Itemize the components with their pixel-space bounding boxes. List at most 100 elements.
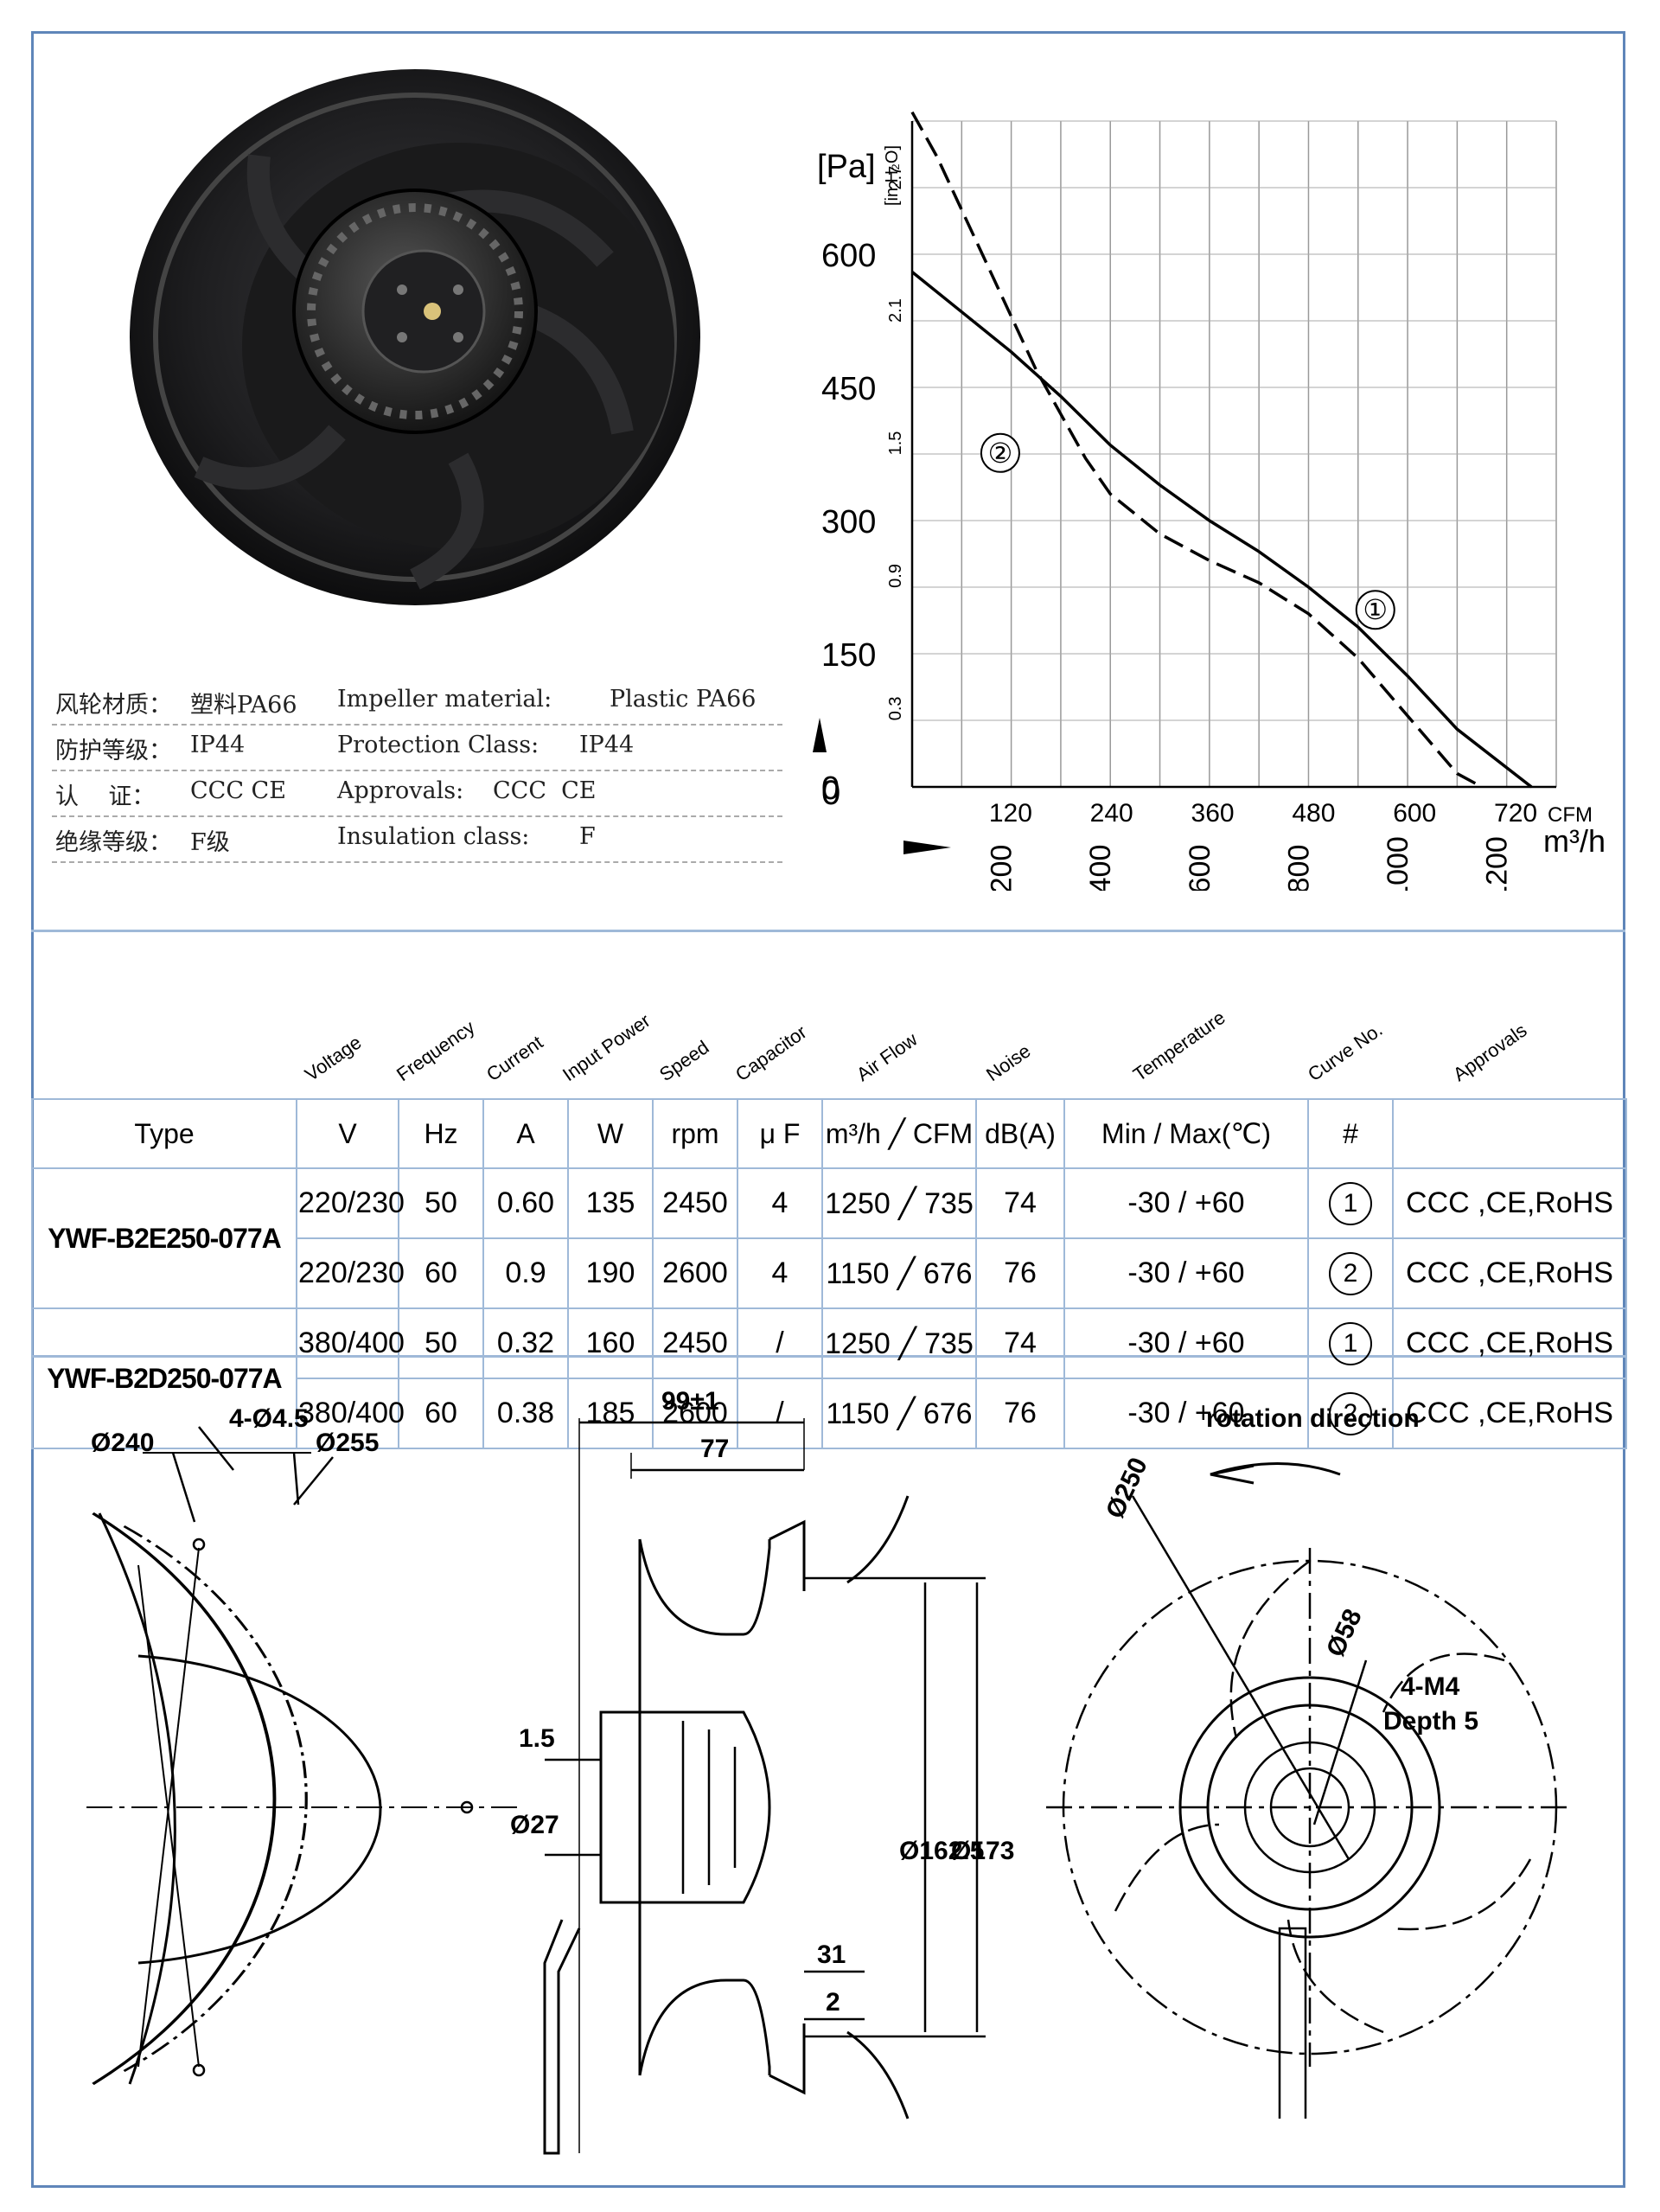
origin-label: 0 [821,774,840,812]
dim-depth: Depth 5 [1383,1707,1478,1736]
cell-curve: 2 [1307,1237,1394,1309]
col-db-unit: dB(A) [975,1098,1065,1169]
type-cell: YWF-B2D250-077A [31,1307,297,1449]
impeller-photo [130,69,700,605]
header-frequency: Frequency [393,1016,479,1086]
y2-tick-label: 0.9 [886,564,905,588]
cell-capacitor: / [737,1307,823,1379]
cell-power: 190 [567,1237,654,1309]
table-row: YWF-B2E250-077A 220/230 50 0.60 135 2450… [31,1167,1627,1309]
header-capacitor: Capacitor [731,1020,811,1086]
spec-en-value: IP44 [579,732,635,758]
x-tick-m3h: 600 [1184,845,1216,891]
right-arrow-icon [903,841,951,854]
x-tick-cfm: 480 [1292,799,1335,828]
cell-curve: 1 [1307,1307,1394,1379]
cell-curve: 2 [1307,1378,1394,1449]
rear-view-drawing [1046,1462,1574,2119]
y-tick-label: 300 [821,504,876,540]
curve-badge: 1 [1329,1321,1372,1365]
cell-airflow: 1150 ╱ 676 [821,1237,977,1309]
unit-header-row: Type V Hz A W rpm μ F m³/h ╱ CFM dB(A) M… [31,1098,1627,1169]
cell-noise: 76 [975,1237,1065,1309]
dim-d255: Ø255 [316,1429,379,1457]
x-tick-m3h: 400 [1084,845,1117,891]
dim-d1625: Ø162.5 [899,1837,984,1865]
cell-capacitor: / [737,1378,823,1449]
table-row: 380/400 60 0.38 185 2600 / 1150 ╱ 676 76… [32,1378,1627,1449]
cell-power: 160 [567,1307,654,1379]
cell-power: 185 [567,1378,654,1449]
cell-temperature: -30 / +60 [1063,1167,1309,1239]
y2-tick-label: 2.7 [886,166,905,190]
col-approvals-unit [1392,1098,1627,1169]
curve-label-circle [980,432,1020,473]
header-input-power: Input Power [559,1009,654,1086]
y-unit-label: [Pa] [817,149,876,185]
spec-table: Voltage Frequency Current Input Power Sp… [31,1007,1627,1449]
cell-capacitor: 4 [737,1167,823,1239]
col-volt-unit: V [296,1098,399,1169]
cell-airflow: 1250 ╱ 735 [821,1167,977,1239]
spec-cn-value: IP44 [190,732,246,758]
curve-label: ② [988,438,1013,469]
x-tick-m3h: 1200 [1481,836,1514,891]
header-current: Current [482,1031,547,1086]
cell-frequency: 60 [398,1378,484,1449]
spec-en-label: Approvals: [337,777,464,804]
cell-frequency: 50 [398,1307,484,1379]
col-type: Type [31,1098,297,1169]
cell-curve: 1 [1307,1167,1394,1239]
header-air-flow: Air Flow [852,1028,922,1086]
x-tick-m3h: 1000 [1382,836,1414,891]
cell-voltage: 220/230 [296,1167,405,1239]
col-uf-unit: μ F [737,1098,823,1169]
section-divider-top [31,930,1625,932]
x-tick-cfm: 360 [1191,799,1235,828]
x-tick-m3h: 800 [1282,845,1315,891]
cell-voltage: 220/230 [296,1237,405,1309]
cell-speed: 2450 [652,1307,738,1379]
cell-current: 0.38 [482,1378,569,1449]
x-tick-m3h: 200 [986,845,1018,891]
table-row: YWF-B2D250-077A 380/400 50 0.32 160 2450… [31,1307,1627,1449]
x-unit-m3h: m³/h [1543,823,1606,859]
cell-speed: 2600 [652,1237,738,1309]
cell-frequency: 60 [398,1237,484,1309]
x-tick-cfm: 120 [989,799,1032,828]
dim-2: 2 [826,1988,840,2017]
cell-temperature: -30 / +60 [1063,1378,1309,1449]
y-tick-label: 450 [821,371,876,407]
series-line-2 [910,111,1483,789]
col-amp-unit: A [482,1098,569,1169]
header-curve-no: Curve No. [1304,1018,1387,1086]
cell-approvals: CCC ,CE,RoHS [1392,1378,1627,1449]
y-tick-label: 600 [821,238,876,274]
spec-cn-value: 塑料PA66 [190,692,297,719]
side-view-drawing [543,1418,986,2155]
spec-en-label: Impeller material: [337,686,552,713]
col-rpm-unit: rpm [652,1098,738,1169]
curve-label-circle [1355,590,1395,630]
spec-cn-label: 绝缘等级： [55,829,172,856]
rotation-direction-label: rotation direction [1206,1404,1420,1433]
cell-noise: 76 [975,1378,1065,1449]
cell-approvals: CCC ,CE,RoHS [1392,1237,1627,1309]
col-flow-unit: m³/h ╱ CFM [821,1098,977,1169]
spec-cn-value: F级 [190,829,230,856]
type-cell: YWF-B2E250-077A [31,1167,297,1309]
curve-badge: 1 [1329,1181,1372,1225]
spec-en-value: Plastic PA66 [610,686,757,713]
cell-current: 0.60 [482,1167,569,1239]
spec-en-value: CCC CE [493,777,597,804]
header-noise: Noise [982,1039,1035,1086]
cell-temperature: -30 / +60 [1063,1307,1309,1379]
spec-cn-label: 风轮材质： [55,692,172,719]
series-line-1 [910,271,1533,789]
col-curve-unit: # [1307,1098,1394,1169]
cell-capacitor: 4 [737,1237,823,1309]
x-unit-cfm: CFM [1548,803,1593,827]
cell-airflow: 1150 ╱ 676 [821,1378,977,1449]
spec-en-value: F [579,823,596,850]
